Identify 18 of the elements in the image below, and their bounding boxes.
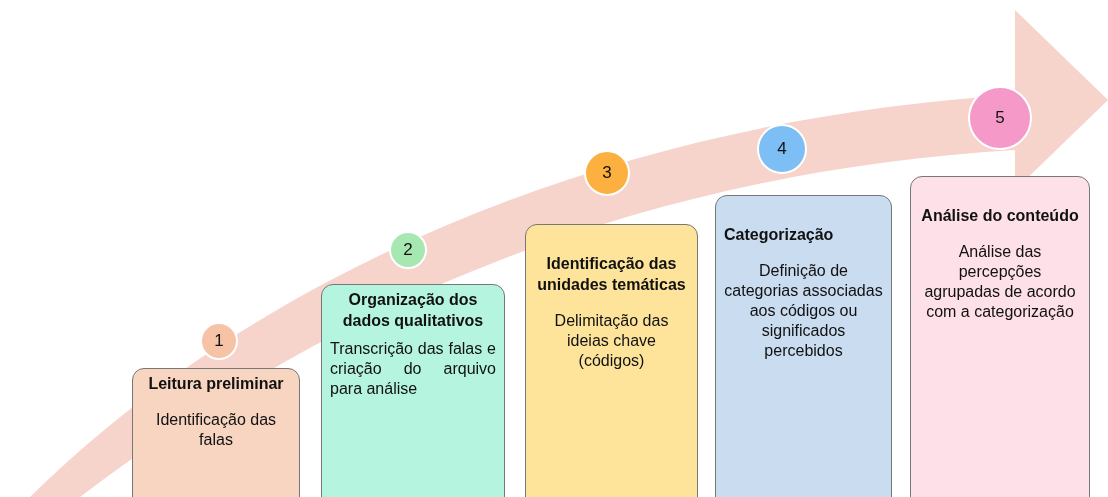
step-card bbox=[321, 284, 505, 497]
step-number-circle: 2 bbox=[389, 231, 427, 269]
step-description: Definição de categorias associadas aos códigos ou significados percebidos bbox=[724, 261, 883, 361]
step-card bbox=[132, 368, 300, 497]
step-description: Análise das percepções agrupadas de acordo com a categorização bbox=[923, 242, 1077, 322]
step-description: Identificação das falas bbox=[154, 410, 278, 450]
step-card bbox=[910, 176, 1090, 497]
step-number-circle: 1 bbox=[200, 322, 238, 360]
step-title: Categorização bbox=[724, 225, 835, 245]
step-card bbox=[525, 224, 698, 497]
step-description: Delimitação das ideias chave (códigos) bbox=[553, 311, 670, 371]
step-title: Leitura preliminar bbox=[147, 374, 285, 394]
step-title: Organização dos dados qualitativos bbox=[341, 290, 485, 331]
step-number-circle: 3 bbox=[584, 150, 630, 196]
step-description: Transcrição das falas e criação do arquivo para análise bbox=[330, 339, 496, 399]
step-title: Análise do conteúdo bbox=[920, 206, 1080, 226]
step-card bbox=[715, 195, 892, 497]
step-title: Identificação das unidades temáticas bbox=[536, 254, 687, 295]
